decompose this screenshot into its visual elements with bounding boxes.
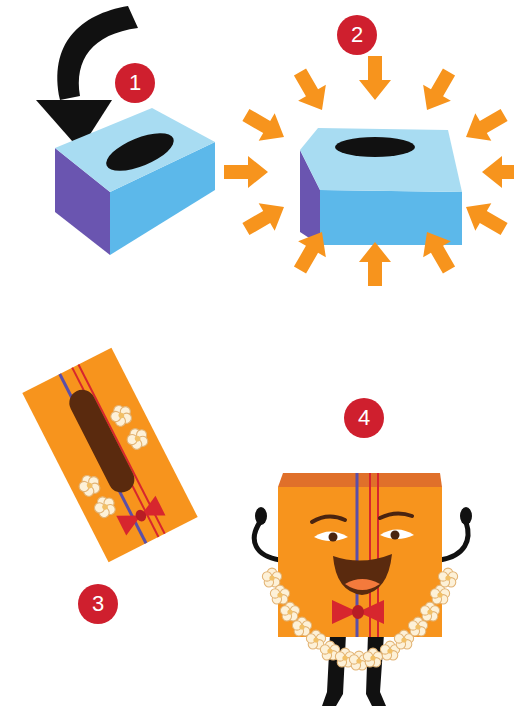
callout-circle: 2 bbox=[337, 15, 377, 55]
squeezed-box bbox=[300, 128, 462, 245]
callout-disc-fill bbox=[115, 63, 155, 103]
decorated-box bbox=[22, 348, 197, 563]
callout-circle: 1 bbox=[115, 63, 155, 103]
flower-garland bbox=[262, 568, 457, 670]
callout-number: 4 bbox=[358, 407, 370, 429]
callout-disc-fill bbox=[78, 584, 118, 624]
callout-circle: 3 bbox=[78, 584, 118, 624]
callout-disc-fill bbox=[337, 15, 377, 55]
callout-number: 3 bbox=[92, 593, 104, 615]
pressure-arrows bbox=[224, 56, 514, 286]
box-character bbox=[254, 473, 472, 706]
tissue-box bbox=[55, 108, 215, 255]
callout-disc-fill bbox=[344, 398, 384, 438]
callout-number: 1 bbox=[129, 72, 141, 94]
callout-circle: 4 bbox=[344, 398, 384, 438]
callout-number: 2 bbox=[351, 24, 363, 46]
